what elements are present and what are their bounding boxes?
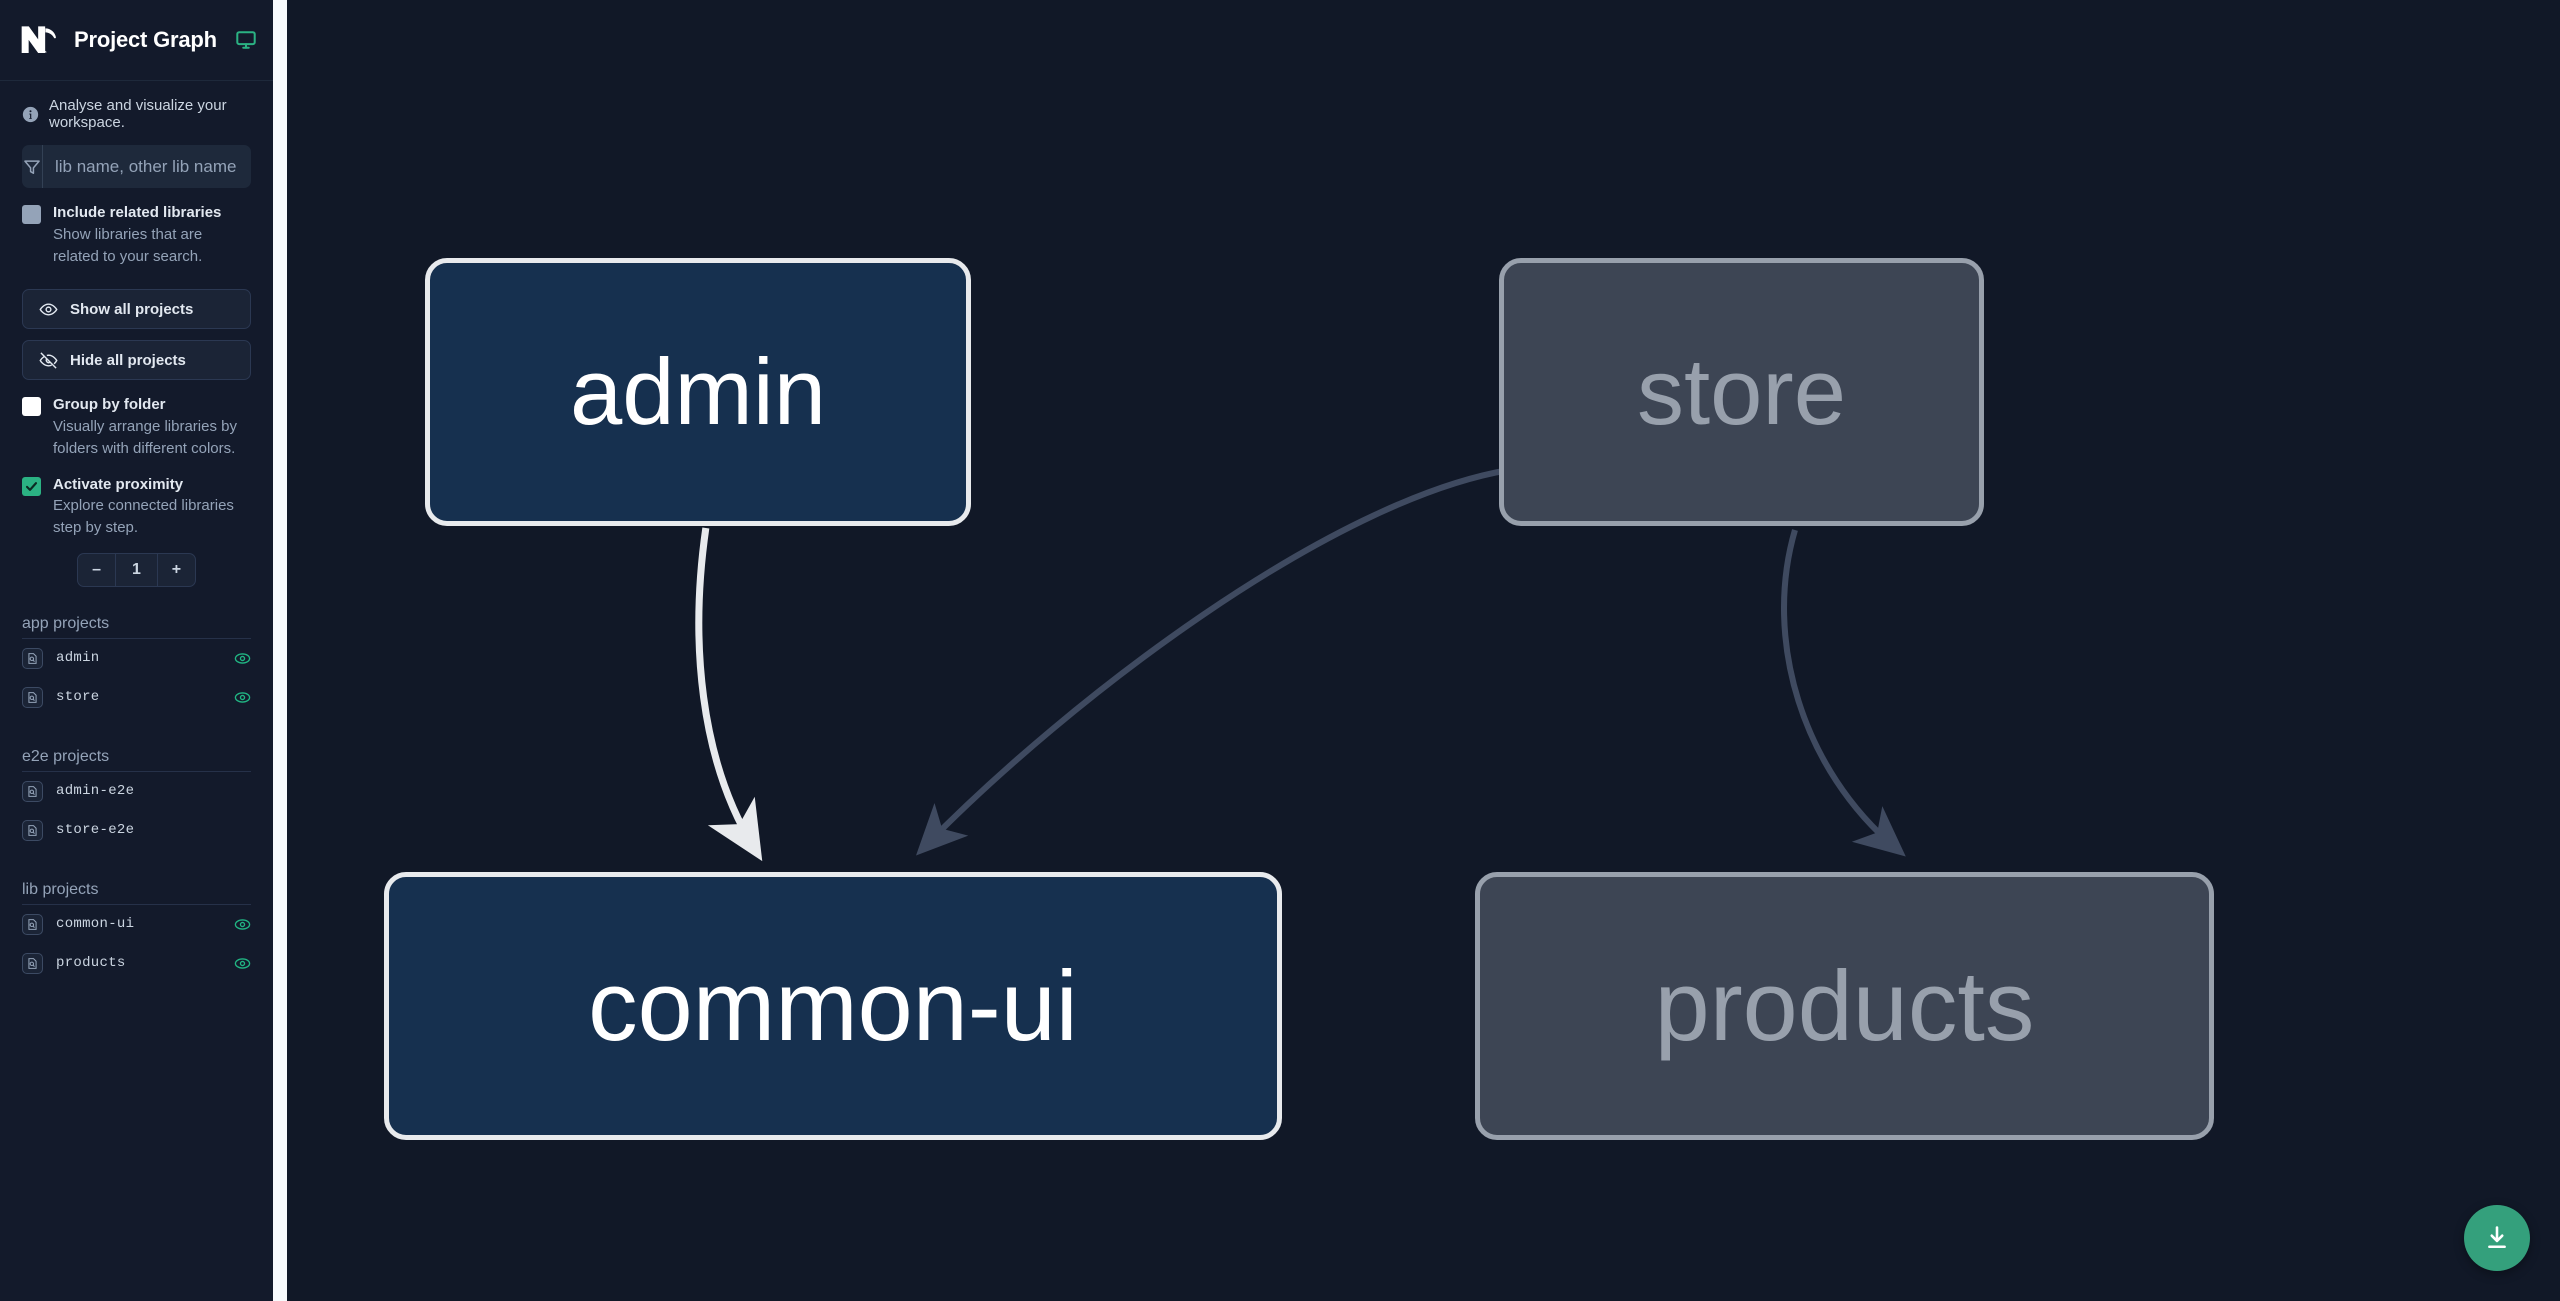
project-list[interactable]: app projects admin — [0, 587, 273, 1301]
node-label: products — [1654, 950, 2035, 1061]
nx-logo-icon — [20, 23, 60, 57]
eye-icon[interactable] — [234, 916, 251, 933]
show-all-projects-button[interactable]: Show all projects — [22, 289, 251, 330]
project-item-store-e2e[interactable]: store-e2e — [22, 811, 251, 850]
option-description: Visually arrange libraries by folders wi… — [53, 418, 237, 457]
eye-icon — [39, 303, 58, 316]
hide-all-projects-button[interactable]: Hide all projects — [22, 340, 251, 381]
proximity-decrement-button[interactable]: – — [92, 560, 101, 578]
project-item-admin[interactable]: admin — [22, 639, 251, 678]
project-item-common-ui[interactable]: common-ui — [22, 905, 251, 944]
filter-icon — [22, 145, 43, 188]
node-label: common-ui — [588, 950, 1078, 1061]
option-label: Group by folder — [53, 396, 166, 414]
project-file-icon — [22, 780, 43, 802]
eye-icon[interactable] — [234, 689, 251, 706]
project-group-lib: lib projects common-ui — [22, 881, 251, 983]
project-name: store-e2e — [56, 822, 135, 839]
proximity-increment-button[interactable]: + — [171, 560, 182, 578]
project-name: common-ui — [56, 916, 135, 933]
option-group-by-folder[interactable]: Group by folder Visually arrange librari… — [22, 394, 251, 459]
option-description: Explore connected libraries step by step… — [53, 497, 234, 536]
checkbox-activate-proximity[interactable] — [22, 476, 41, 496]
project-item-admin-e2e[interactable]: admin-e2e — [22, 772, 251, 811]
project-file-icon — [22, 913, 43, 935]
group-title: e2e projects — [22, 748, 251, 772]
sidebar-header: Project Graph — [0, 0, 273, 81]
project-file-icon — [22, 952, 43, 974]
search-input[interactable] — [43, 145, 251, 188]
option-include-related-libraries[interactable]: Include related libraries Show libraries… — [22, 202, 251, 267]
option-description: Show libraries that are related to your … — [53, 225, 203, 265]
graph-canvas[interactable]: admin store common-ui products — [273, 0, 2560, 1301]
hide-all-projects-label: Hide all projects — [70, 351, 186, 369]
project-name: store — [56, 689, 100, 706]
project-file-icon — [22, 819, 43, 841]
option-label: Include related libraries — [53, 204, 222, 221]
download-icon — [2488, 1226, 2506, 1249]
project-name: admin — [56, 650, 100, 667]
search-bar[interactable] — [22, 145, 251, 188]
eye-icon[interactable] — [234, 650, 251, 667]
sidebar: Project Graph Analyse and visualize your… — [0, 0, 273, 1301]
edge-store-to-products — [1781, 529, 1906, 857]
node-label: admin — [569, 339, 827, 444]
tagline-text: Analyse and visualize your workspace. — [49, 97, 227, 131]
graph-node-store[interactable]: store — [1499, 258, 1984, 526]
sidebar-controls: Include related libraries Show libraries… — [0, 145, 273, 587]
project-item-products[interactable]: products — [22, 944, 251, 983]
info-icon — [22, 106, 39, 123]
group-title: lib projects — [22, 881, 251, 905]
graph-node-products[interactable]: products — [1475, 872, 2214, 1140]
project-file-icon — [22, 647, 43, 669]
tagline: Analyse and visualize your workspace. — [0, 81, 273, 145]
edge-admin-to-common-ui — [695, 527, 763, 862]
graph-node-admin[interactable]: admin — [425, 258, 971, 526]
monitor-icon[interactable] — [235, 29, 257, 51]
group-title: app projects — [22, 615, 251, 639]
option-activate-proximity[interactable]: Activate proximity Explore connected lib… — [22, 474, 251, 539]
show-all-projects-label: Show all projects — [70, 300, 194, 318]
proximity-stepper[interactable]: – 1 + — [77, 552, 196, 587]
checkbox-include-related-libraries[interactable] — [22, 205, 41, 224]
project-group-app: app projects admin — [22, 615, 251, 717]
eye-icon[interactable] — [234, 955, 251, 972]
project-name: products — [56, 955, 126, 972]
project-item-store[interactable]: store — [22, 678, 251, 717]
option-label: Activate proximity — [53, 475, 184, 493]
graph-node-common-ui[interactable]: common-ui — [384, 872, 1282, 1140]
project-file-icon — [22, 686, 43, 708]
project-name: admin-e2e — [56, 783, 135, 800]
checkbox-group-by-folder[interactable] — [22, 397, 41, 417]
project-group-e2e: e2e projects admin-e2e st — [22, 748, 251, 850]
node-label: store — [1637, 339, 1846, 444]
graph-edges — [695, 467, 1906, 862]
edge-store-to-common-ui — [916, 467, 1510, 856]
download-image-button[interactable] — [2464, 1205, 2530, 1271]
eye-off-icon — [39, 352, 58, 369]
proximity-value: 1 — [115, 553, 158, 586]
page-title: Project Graph — [74, 27, 217, 52]
sidebar-divider — [273, 0, 287, 1301]
